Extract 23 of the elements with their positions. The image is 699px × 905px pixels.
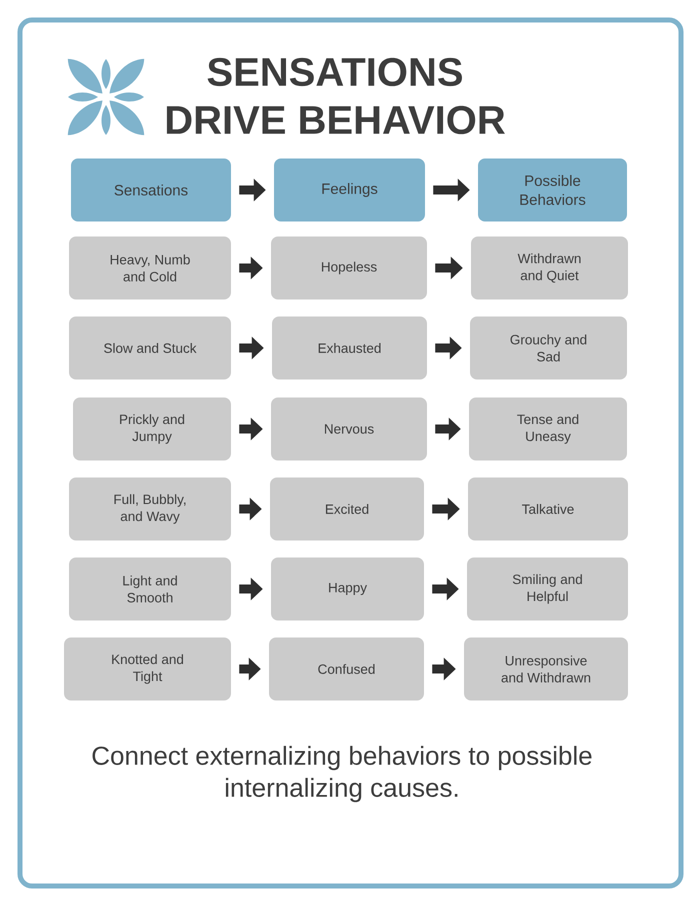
item-box: Prickly and Jumpy [73, 398, 231, 460]
item-box: Smiling and Helpful [467, 558, 628, 620]
item-box: Light and Smooth [69, 558, 231, 620]
item-box: Grouchy and Sad [470, 316, 627, 380]
item-box: Hopeless [271, 236, 427, 300]
caption: Connect externalizing behaviors to possible internalizing causes. [92, 746, 592, 802]
item-box: Talkative [468, 478, 628, 540]
item-box: Confused [269, 638, 424, 700]
item-box: Excited [270, 478, 424, 540]
item-box: Unresponsive and Withdrawn [464, 638, 628, 700]
item-box: Full, Bubbly, and Wavy [69, 478, 231, 540]
item-box: Tense and Uneasy [469, 398, 627, 460]
item-box: Slow and Stuck [69, 316, 231, 380]
item-box: Happy [271, 558, 424, 620]
item-box: Exhausted [272, 316, 427, 380]
item-box: Knotted and Tight [64, 638, 231, 700]
header-box: Possible Behaviors [478, 158, 627, 222]
item-box: Withdrawn and Quiet [471, 236, 628, 300]
title: SENSATIONS DRIVE BEHAVIOR [166, 58, 505, 134]
item-box: Heavy, Numb and Cold [69, 236, 231, 300]
header-box: Sensations [71, 158, 231, 222]
header-box: Feelings [274, 158, 425, 222]
item-box: Nervous [271, 398, 427, 460]
